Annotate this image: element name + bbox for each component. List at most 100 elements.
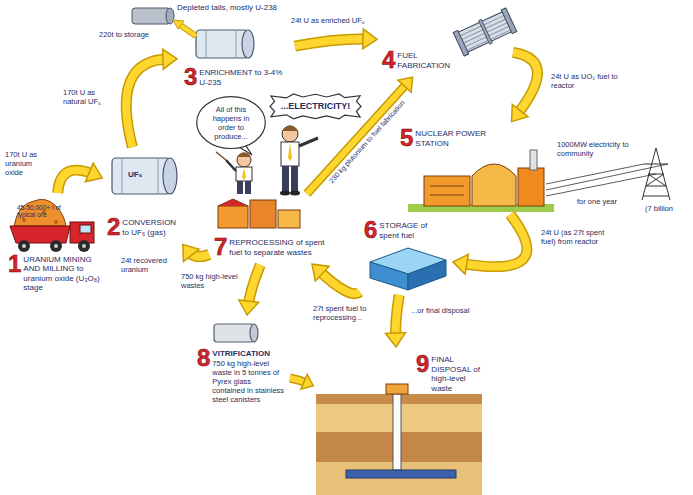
- stage-label: NUCLEAR POWER STATION: [415, 129, 504, 148]
- tails-arrow: [173, 20, 196, 36]
- arrow-body: [295, 39, 369, 46]
- arrow-head: [312, 264, 329, 281]
- note-text: Depleted tails, mostly U-238: [176, 3, 278, 13]
- arrow-outline: [513, 52, 537, 115]
- flow-label: ...or final disposal: [410, 306, 484, 315]
- reprocessing-plant: [218, 199, 300, 228]
- flow-label: 24t U as enriched UF₆: [290, 16, 366, 25]
- callout-number: 4: [382, 48, 395, 72]
- caption-text-block: NUCLEAR POWER STATION: [415, 126, 504, 148]
- flow-label: 27t spent fuel to reprocessing...: [312, 304, 390, 322]
- callout-number: 7: [214, 235, 227, 259]
- flow-quantity: 220t to storage: [98, 30, 150, 39]
- stage-box: 3ENRICHMENT to 3-4% U-235: [180, 24, 292, 92]
- callout-number: 1: [8, 252, 21, 276]
- quantity-note: 45-50,000+ t of typical ore: [16, 204, 62, 218]
- arrow-head: [386, 333, 406, 347]
- callout-number: 6: [364, 218, 377, 242]
- arrow-body: [461, 214, 527, 266]
- enrichment-cylinder: [196, 30, 254, 58]
- arrow-head: [85, 163, 102, 181]
- speech-bubble: All of this happens in order to produce.…: [196, 96, 266, 155]
- caption-text-block: URANIUM MINING AND MILLING to uranium ox…: [23, 252, 100, 293]
- arrow-outline: [126, 59, 168, 147]
- arrow-body: [513, 52, 537, 115]
- repository-cross-section: [316, 384, 482, 495]
- bubble-text: ...ELECTRICITY!: [281, 101, 351, 112]
- caption-text-block: FINAL DISPOSAL of high-level waste: [431, 352, 480, 393]
- flow-arrow: [453, 214, 527, 274]
- arrow-body: [126, 59, 168, 147]
- flow-label: 750 kg high-level wastes: [180, 272, 242, 290]
- stage-box: 5NUCLEAR POWER STATION: [398, 124, 552, 212]
- arrow-outline: [295, 39, 369, 46]
- arrow-outline: [318, 270, 360, 294]
- cylinder-marking: UF₆: [127, 170, 143, 180]
- stage-box: 4FUEL FABRICATION: [380, 8, 510, 75]
- stage-caption: 6STORAGE of spent fuel: [364, 218, 448, 242]
- callout-number: 3: [184, 65, 197, 89]
- bubble-text: All of this happens in order to produce.…: [206, 105, 256, 141]
- stage-caption: 2CONVERSION to UF₆ (gas): [107, 215, 183, 239]
- stage-caption: 7REPROCESSING of spent fuel to separate …: [214, 235, 336, 259]
- flow-arrow: [512, 52, 538, 121]
- output-note: for one year: [576, 197, 618, 206]
- flow-label: 24t U (as 27t spent fuel) from reactor: [540, 228, 622, 246]
- teacher-figure: [216, 152, 252, 194]
- caption-text-block: CONVERSION to UF₆ (gas): [122, 215, 183, 237]
- tails-cylinder: [132, 8, 174, 24]
- stage-caption: 4FUEL FABRICATION: [382, 48, 460, 72]
- stage-label: FUEL FABRICATION: [397, 51, 460, 70]
- uf6-cylinder: [112, 158, 177, 194]
- stage-heading: VITRIFICATION: [212, 349, 285, 359]
- stage-label: ENRICHMENT to 3-4% U-235: [199, 68, 290, 87]
- callout-number: 9: [416, 352, 429, 376]
- mining-truck: [10, 199, 94, 252]
- stage-box: 6STORAGE of spent fuel: [362, 216, 450, 292]
- bubble-outline: [197, 97, 266, 149]
- stage-label: STORAGE of spent fuel: [379, 221, 448, 240]
- arrow-head: [453, 254, 468, 274]
- callout-number: 8: [197, 346, 210, 370]
- flow-label: 170t U as uranium oxide: [4, 150, 52, 177]
- flow-arrow: [239, 265, 260, 315]
- stage-caption: 3ENRICHMENT to 3-4% U-235: [184, 65, 290, 89]
- stage-label: FINAL DISPOSAL of high-level waste: [431, 355, 480, 393]
- output-note: 1000MW electricity to community: [556, 140, 630, 158]
- caption-text-block: STORAGE of spent fuel: [379, 218, 448, 240]
- fuel-assembly: [453, 8, 517, 56]
- caption-text-block: FUEL FABRICATION: [397, 48, 460, 70]
- caption-text-block: REPROCESSING of spent fuel to separate w…: [229, 235, 336, 257]
- arrow-head: [398, 77, 413, 92]
- flow-arrow: [290, 374, 313, 389]
- stage-caption: 8VITRIFICATION750 kg high-level waste in…: [197, 346, 285, 404]
- arrow-outline: [248, 265, 260, 307]
- storage-pool: [370, 248, 446, 290]
- arrow-head: [301, 374, 313, 389]
- callout-number: 2: [107, 215, 120, 239]
- caption-text-block: ENRICHMENT to 3-4% U-235: [199, 65, 290, 87]
- arrow-head: [239, 300, 259, 315]
- stage-caption: 1URANIUM MINING AND MILLING to uranium o…: [8, 252, 100, 293]
- arrow-outline: [396, 295, 400, 339]
- callout-number: 5: [400, 126, 413, 150]
- arrow-body: [318, 270, 360, 294]
- arrow-outline: [461, 214, 527, 266]
- speech-bubble: ...ELECTRICITY!: [270, 94, 361, 119]
- stage-box: 2CONVERSION to UF₆ (gas): [105, 150, 185, 242]
- flow-label: 170t U as natural UF₆: [62, 88, 114, 106]
- arrow-head: [363, 29, 377, 49]
- arrow-head: [163, 49, 177, 69]
- stage-box: 8VITRIFICATION750 kg high-level waste in…: [195, 318, 287, 418]
- flow-arrow: [126, 49, 177, 147]
- glass-canister: [214, 324, 258, 342]
- flow-arrow: [183, 244, 209, 261]
- arrow-head: [183, 244, 200, 261]
- flow-arrow: [312, 264, 360, 294]
- stage-box: 9FINAL DISPOSAL of high-level waste: [316, 350, 482, 495]
- stage-caption: 9FINAL DISPOSAL of high-level waste: [416, 352, 480, 393]
- stage-label: URANIUM MINING AND MILLING to uranium ox…: [23, 255, 100, 293]
- arrow-body: [248, 265, 260, 307]
- stage-caption: 5NUCLEAR POWER STATION: [400, 126, 504, 150]
